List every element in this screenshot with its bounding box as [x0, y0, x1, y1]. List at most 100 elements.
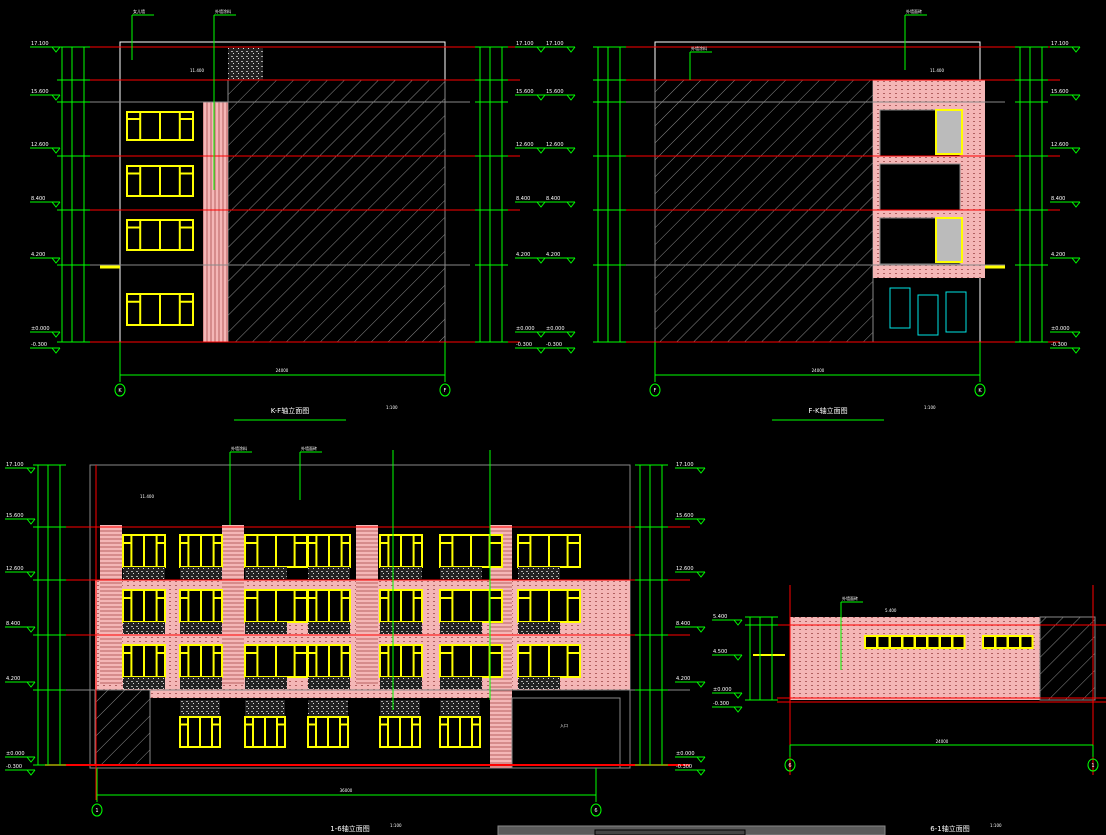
window [307, 534, 351, 568]
level-triangle [26, 769, 36, 776]
level-label: 8.400 [546, 196, 560, 202]
level-label: 12.600 [1051, 142, 1069, 148]
window [379, 534, 423, 568]
hatched-wall [654, 79, 874, 343]
window [439, 644, 503, 678]
window [126, 165, 194, 197]
level-triangle [1071, 94, 1081, 101]
spandrel [518, 567, 560, 579]
level-triangle [733, 692, 743, 699]
axis-label: 1 [95, 808, 98, 814]
axis-label: 1 [1091, 763, 1094, 769]
level-triangle [51, 347, 61, 354]
spandrel [440, 700, 480, 716]
clerestory-window [982, 635, 996, 649]
overall-dimension-label: 24000 [936, 739, 949, 744]
level-triangle [566, 46, 576, 53]
spandrel [245, 700, 285, 716]
level-label: 8.400 [516, 196, 530, 202]
drawing-scale: 1:100 [390, 823, 402, 828]
level-triangle [51, 201, 61, 208]
clerestory-window [1007, 635, 1021, 649]
clerestory-window [901, 635, 916, 649]
spandrel [123, 622, 165, 634]
window [517, 589, 581, 623]
level-triangle [26, 571, 36, 578]
level-label: -0.300 [31, 342, 47, 348]
leader-note: 外墙涂料 [691, 45, 707, 51]
level-triangle [733, 706, 743, 713]
level-triangle [696, 467, 706, 474]
window [179, 589, 223, 623]
level-label: 4.500 [713, 649, 727, 655]
leader-note: 外墙涂料 [231, 445, 247, 451]
level-triangle [1071, 147, 1081, 154]
door [917, 294, 939, 336]
level-triangle [566, 201, 576, 208]
balcony-door [935, 109, 963, 155]
level-label: 15.600 [1051, 89, 1069, 95]
level-triangle [696, 769, 706, 776]
window [307, 589, 351, 623]
drawing-title: 1-6轴立面图 [330, 824, 369, 833]
balcony-door [935, 217, 963, 263]
clerestory-window [889, 635, 903, 649]
window [439, 589, 503, 623]
window [126, 111, 194, 141]
level-triangle [51, 147, 61, 154]
clerestory-window [951, 635, 966, 649]
window [307, 716, 349, 748]
drawing-scale: 1:100 [990, 823, 1002, 828]
level-triangle [1071, 201, 1081, 208]
spandrel [123, 677, 165, 689]
level-triangle [26, 518, 36, 525]
level-label: ±0.000 [676, 751, 695, 757]
level-note: 5.400 [885, 608, 897, 613]
leader-note: 外墙面砖 [301, 445, 317, 451]
drawing-scale: 1:100 [386, 405, 398, 410]
level-label: 17.100 [31, 41, 49, 47]
axis-bubble [1087, 758, 1099, 772]
scrollbar-thumb[interactable] [594, 829, 746, 835]
level-label: 15.600 [546, 89, 564, 95]
clerestory-window [1019, 635, 1034, 649]
level-triangle [1071, 347, 1081, 354]
axis-label: 6 [594, 808, 597, 814]
window [179, 534, 223, 568]
level-triangle [733, 654, 743, 661]
hatched-wall [1039, 616, 1096, 701]
level-triangle [696, 518, 706, 525]
pink-column [203, 102, 228, 342]
level-label: 12.600 [676, 566, 694, 572]
level-triangle [696, 571, 706, 578]
spandrel [245, 567, 287, 579]
window [517, 534, 581, 568]
level-label: 12.600 [546, 142, 564, 148]
balcony-opening [879, 163, 961, 211]
overall-dimension-label: 24000 [812, 368, 825, 373]
level-triangle [1071, 257, 1081, 264]
spandrel [380, 677, 422, 689]
level-triangle [536, 94, 546, 101]
level-label: 8.400 [1051, 196, 1065, 202]
spandrel [380, 567, 422, 579]
level-triangle [566, 94, 576, 101]
drawing-scale: 1:100 [924, 405, 936, 410]
window [439, 716, 481, 748]
overall-dimension-label: 24000 [276, 368, 289, 373]
level-label: 17.100 [546, 41, 564, 47]
roof-equipment [228, 48, 263, 80]
window [439, 534, 503, 568]
spandrel [518, 677, 560, 689]
level-label: -0.300 [6, 764, 22, 770]
horizontal-scrollbar[interactable] [497, 825, 886, 835]
level-label: 12.600 [516, 142, 534, 148]
hatched-wall [227, 79, 446, 343]
level-label: ±0.000 [546, 326, 565, 332]
level-label: -0.300 [713, 701, 729, 707]
level-triangle [1071, 331, 1081, 338]
